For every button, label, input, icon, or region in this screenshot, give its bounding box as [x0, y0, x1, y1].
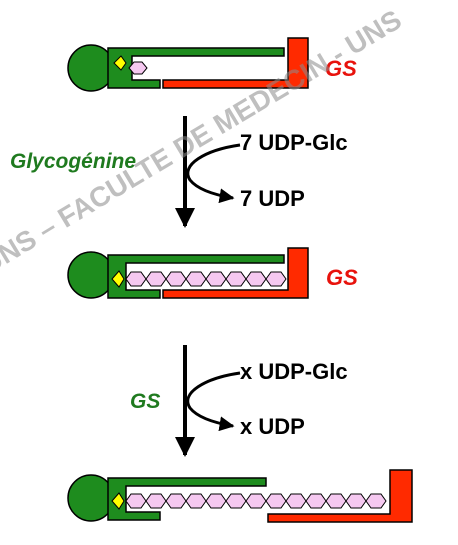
glucose-chain-initial [128, 61, 148, 75]
glycogenin-shape [67, 44, 285, 92]
step1-curved-arrow [186, 143, 241, 204]
glycogen-synthase-shape [162, 247, 309, 299]
complex-label-top: GS [325, 56, 357, 81]
step1-enzyme-label: Glycogénine [10, 150, 136, 173]
glycogenin-shape [67, 251, 285, 299]
step2-substrate-label: x UDP-Glc [240, 359, 348, 384]
step1-reaction: Glycogénine 7 UDP-Glc 7 UDP [10, 116, 348, 228]
complex-primed: GS [67, 247, 358, 299]
complex-elongated [67, 469, 413, 523]
complex-initial: GS [67, 37, 357, 92]
step1-substrate-label: 7 UDP-Glc [240, 130, 348, 155]
step2-product-label: x UDP [240, 414, 305, 439]
primer-tyrosine [111, 492, 125, 510]
glycogen-synthase-shape [162, 37, 309, 89]
step2-curved-arrow [186, 371, 241, 432]
complex-label-middle: GS [326, 265, 358, 290]
glucose-chain-primed [125, 271, 287, 287]
step2-enzyme-label: GS [130, 390, 160, 413]
glycogen-synthase-shape [267, 469, 413, 523]
primer-tyrosine [113, 55, 127, 71]
glucose-chain-elongated [125, 493, 387, 509]
step2-reaction: GS x UDP-Glc x UDP [130, 345, 348, 457]
primer-tyrosine [111, 270, 125, 288]
step1-product-label: 7 UDP [240, 186, 305, 211]
